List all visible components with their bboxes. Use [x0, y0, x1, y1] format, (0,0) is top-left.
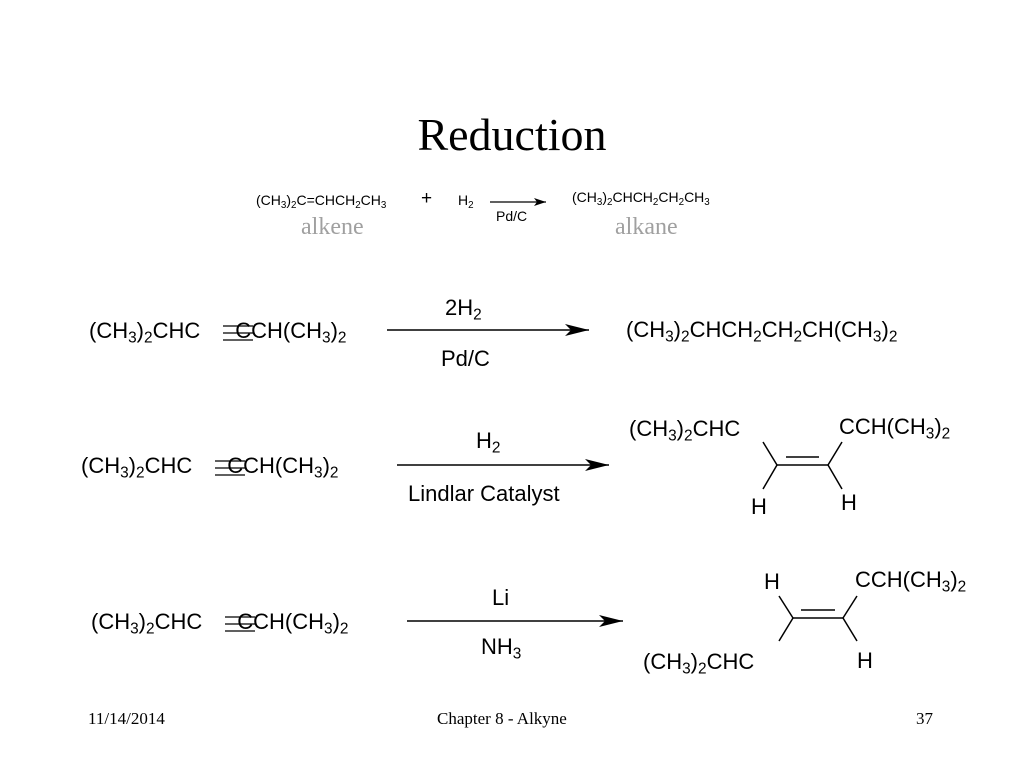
- alkane-product: (CH3)2CHCH2CH2CH3: [572, 189, 710, 208]
- alkene-catalyst: Pd/C: [496, 208, 528, 224]
- reaction3-reagent-above: Li: [492, 585, 510, 610]
- trans-product-h-bottom: H: [857, 648, 873, 673]
- slide-title: Reduction: [417, 109, 607, 160]
- reaction1-reagent-above: 2H2: [445, 295, 482, 324]
- footer-chapter: Chapter 8 - Alkyne: [437, 709, 567, 728]
- trans-product-right-group: CCH(CH3)2: [855, 567, 967, 596]
- reaction1-product: (CH3)2CHCH2CH2CH(CH3)2: [626, 317, 898, 346]
- footer-date: 11/14/2014: [88, 709, 165, 728]
- reaction2-reagent-above: H2: [476, 428, 501, 457]
- triple-bond-1: [223, 325, 253, 341]
- alkene-reactant: (CH3)2C=CHCH2CH3: [256, 192, 387, 211]
- trans-product-left-group: (CH3)2CHC: [643, 649, 755, 678]
- triple-bond-3: [225, 616, 255, 632]
- cis-product-h-right: H: [841, 490, 857, 515]
- reaction1-reagent-below: Pd/C: [441, 346, 490, 371]
- trans-product-h-top: H: [764, 569, 780, 594]
- trans-alkene-bonds: [778, 595, 858, 642]
- reaction3-reagent-below: NH3: [481, 634, 522, 663]
- cis-product-right-group: CCH(CH3)2: [839, 414, 951, 443]
- alkene-label: alkene: [301, 214, 364, 240]
- cis-product-h-left: H: [751, 494, 767, 519]
- footer-page-number: 37: [916, 709, 933, 728]
- reaction2-reagent-below: Lindlar Catalyst: [408, 481, 560, 506]
- triple-bond-2: [215, 460, 245, 476]
- cis-alkene-bonds: [762, 441, 843, 490]
- cis-product-left-group: (CH3)2CHC: [629, 416, 741, 445]
- plus-sign: +: [421, 188, 433, 209]
- alkane-label: alkane: [615, 214, 678, 240]
- alkene-h2-reagent: H2: [458, 192, 474, 211]
